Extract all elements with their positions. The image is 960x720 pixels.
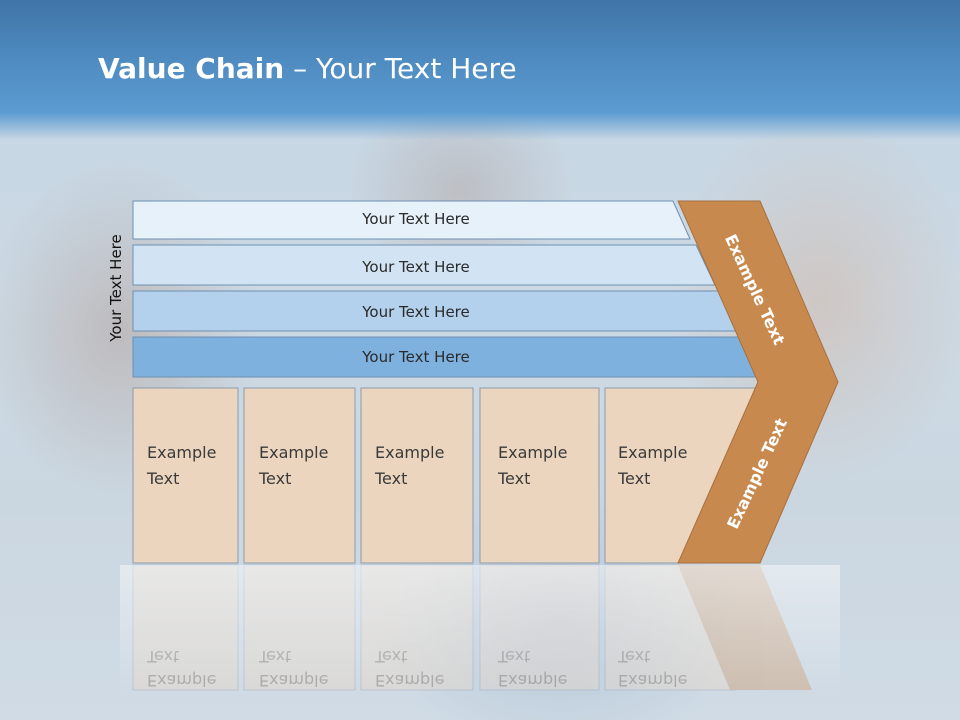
slide-title-bold: Value Chain: [98, 52, 285, 85]
slide-title: Value Chain – Your Text Here: [98, 52, 517, 85]
activity-cell-2: [243, 387, 356, 564]
reflection-fade: [120, 565, 840, 695]
support-row-3-label: Your Text Here: [361, 303, 469, 321]
activity-1-line1: Example: [147, 443, 216, 462]
support-row-4-label: Your Text Here: [361, 348, 469, 366]
support-rows: Your Text Here Your Text Here Your Text …: [132, 200, 764, 378]
activity-4-line1: Example: [498, 443, 567, 462]
support-row-1: [132, 200, 691, 240]
activity-cell-3: [360, 387, 474, 564]
activity-4-line2: Text: [497, 469, 530, 488]
activity-1-line2: Text: [146, 469, 179, 488]
margin-chevron: Example Text Example Text: [677, 200, 839, 564]
slide-title-rest: – Your Text Here: [284, 52, 517, 85]
activity-cell-4: [479, 387, 600, 564]
support-row-2-label: Your Text Here: [361, 258, 469, 276]
activity-5-line2: Text: [617, 469, 650, 488]
activity-3-line2: Text: [374, 469, 407, 488]
activity-2-line1: Example: [259, 443, 328, 462]
activity-5-line1: Example: [618, 443, 687, 462]
activity-cell-1: [132, 387, 239, 564]
title-band: [0, 0, 960, 140]
primary-activities: Example Text Example Text Example Text E…: [132, 387, 759, 564]
activity-3-line1: Example: [375, 443, 444, 462]
activity-2-line2: Text: [258, 469, 291, 488]
chevron-shape: [677, 200, 839, 564]
support-row-1-label: Your Text Here: [361, 210, 469, 228]
